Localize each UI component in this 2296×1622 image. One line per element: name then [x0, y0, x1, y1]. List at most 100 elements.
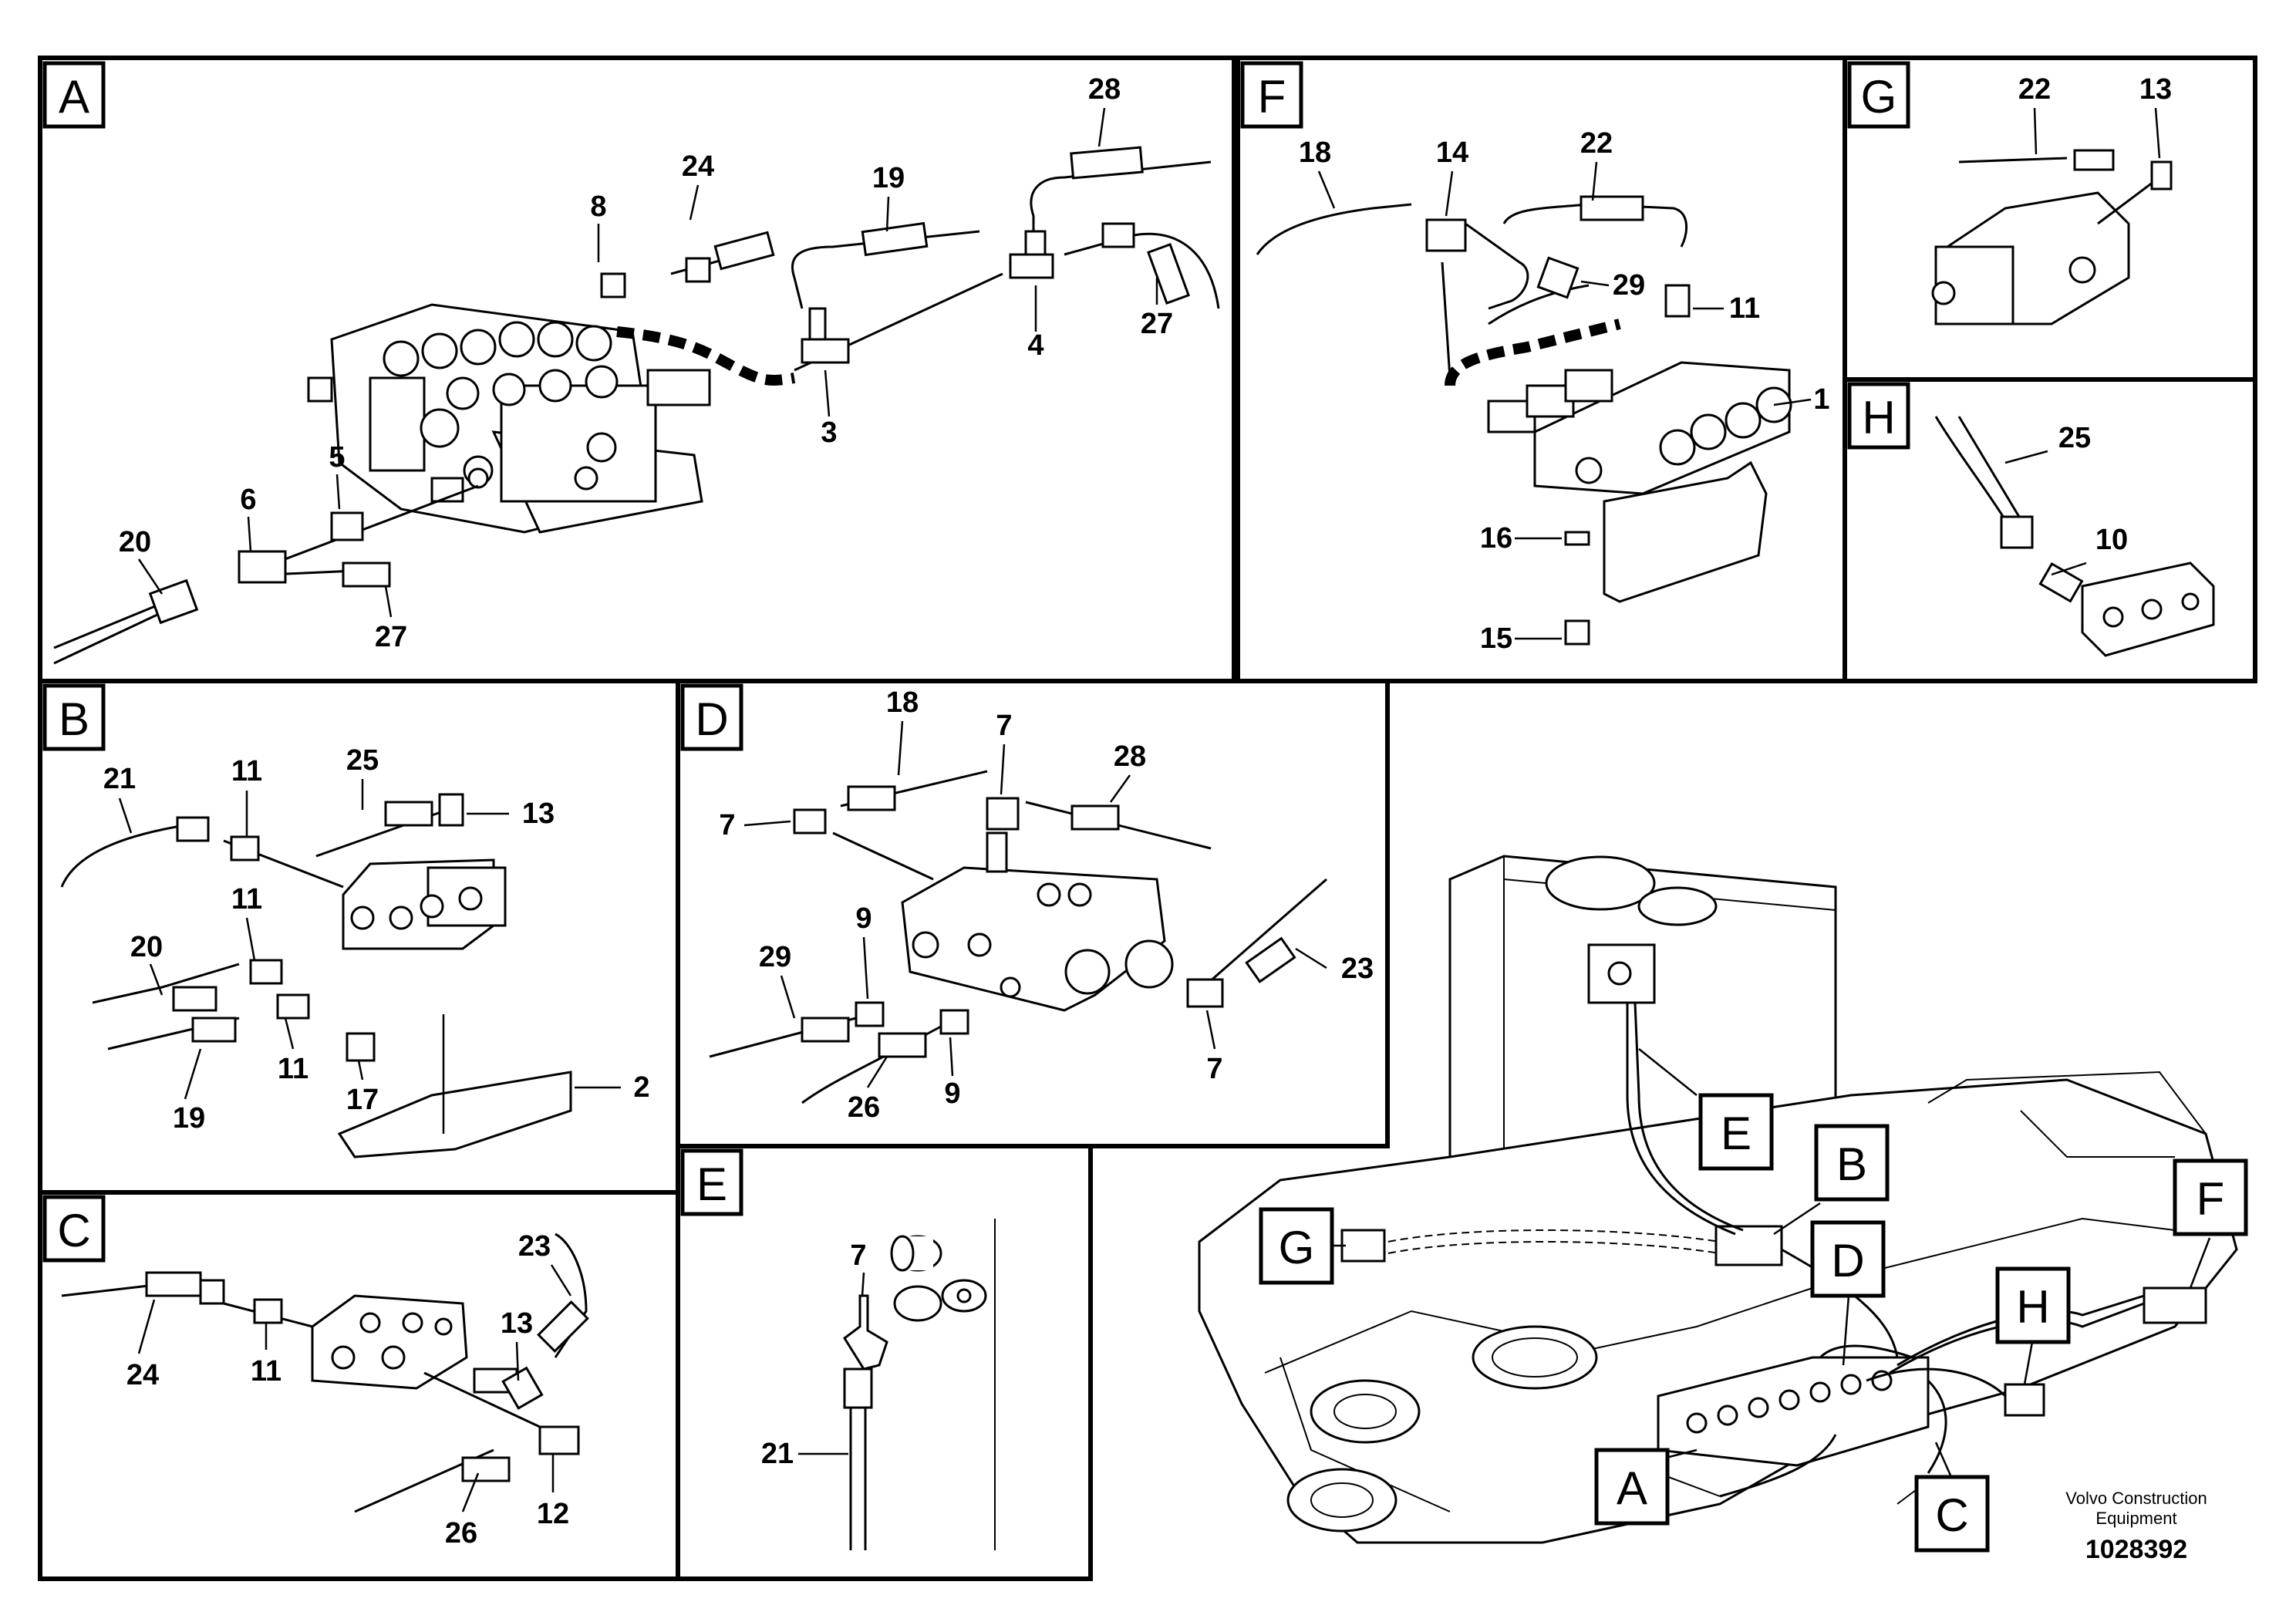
- part-label: 13: [2139, 73, 2172, 106]
- boom-pivot-upper: [1310, 1379, 1421, 1444]
- part-label: 5: [329, 441, 345, 474]
- swing-bearing: [1472, 1325, 1598, 1390]
- panel-f-leaders: [1317, 161, 1812, 640]
- callout-b-text: B: [1836, 1138, 1867, 1190]
- panel-g-part-numbers: 22 13: [2018, 73, 2172, 106]
- part-label: 1: [1813, 383, 1829, 416]
- bracket-b: [337, 1071, 572, 1158]
- part-label: 27: [375, 621, 407, 653]
- part-label: 19: [872, 162, 905, 194]
- panel-e-frame: [676, 1144, 1093, 1581]
- part-label: 25: [346, 744, 379, 777]
- pilot-line-dashed: [616, 326, 796, 386]
- company-name-line1: Volvo Construction: [2065, 1489, 2207, 1508]
- part-label: 9: [855, 902, 872, 935]
- panel-f-tag: F: [1240, 61, 1303, 129]
- pilot-line-dashed-f: [1445, 319, 1621, 386]
- overview-callout-c: C: [1914, 1442, 1990, 1553]
- part-label: 29: [1613, 269, 1645, 302]
- part-label: 24: [126, 1359, 159, 1391]
- part-label: 3: [821, 416, 837, 449]
- callout-a-text: A: [1617, 1462, 1647, 1514]
- part-label: 26: [848, 1091, 880, 1124]
- overview-callout-b: B: [1773, 1124, 1890, 1236]
- part-label: 22: [1580, 127, 1613, 160]
- part-label: 15: [1480, 622, 1512, 655]
- document-number: 1028392: [2085, 1535, 2187, 1564]
- footer: Volvo Construction Equipment 1028392: [2065, 1489, 2207, 1564]
- overview-callout-d: D: [1810, 1220, 1886, 1366]
- part-label: 23: [518, 1230, 551, 1263]
- part-label: 29: [759, 941, 791, 973]
- callout-c-text: C: [1935, 1489, 1968, 1541]
- panel-a-leaders: [137, 107, 1158, 618]
- valve-g-overview: [1340, 1229, 1386, 1263]
- part-label: 20: [130, 931, 163, 963]
- panel-f-part-numbers: 18 14 22 29 11 1 16 15: [1299, 127, 1830, 655]
- panel-g-tag: G: [1847, 61, 1910, 129]
- overview-callout-g: G: [1259, 1207, 1346, 1285]
- part-label: 17: [346, 1084, 379, 1116]
- callout-h-text: H: [2016, 1281, 2049, 1333]
- panel-e-part-numbers: 7 21: [761, 1239, 867, 1470]
- callout-g-text: G: [1279, 1222, 1315, 1273]
- panel-b-part-numbers: 21 11 25 13 11 20 11 19 17 2: [103, 744, 650, 1135]
- part-label: 9: [944, 1077, 960, 1110]
- overview-callout-e: E: [1638, 1048, 1774, 1171]
- control-valve-block: [307, 303, 711, 534]
- panel-c-tag: C: [42, 1195, 106, 1263]
- part-label: 7: [996, 710, 1012, 742]
- panel-e-tag: E: [680, 1148, 743, 1216]
- overview-callout-h: H: [1995, 1266, 2071, 1385]
- part-label: 13: [522, 798, 555, 830]
- spacer-parts-e: [890, 1235, 987, 1322]
- valve-block-b-overview: [1714, 1225, 1783, 1266]
- panel-h-part-numbers: 25 10: [2058, 422, 2128, 556]
- part-label: 10: [2095, 524, 2128, 556]
- part-label: 27: [1141, 308, 1173, 340]
- part-label: 28: [1114, 740, 1146, 773]
- panel-d-part-numbers: 18 7 28 7 29 9 23 26 9 7: [719, 686, 1374, 1124]
- mounting-bracket: [1603, 460, 1768, 603]
- callout-f-text: F: [2197, 1173, 2225, 1225]
- part-label: 21: [761, 1438, 794, 1470]
- panel-d-leaders: [743, 720, 1327, 1088]
- panel-a-part-numbers: 28 24 19 8 27 4 3 5 6 20 27: [119, 73, 1173, 653]
- valve-block-d: [901, 866, 1166, 1012]
- panel-e-tag-text: E: [696, 1158, 727, 1210]
- part-label: 8: [590, 191, 606, 223]
- panel-b-tag-text: B: [59, 693, 89, 745]
- panel-c-illustration: 23 24 11 13 26 12: [61, 1230, 589, 1549]
- part-label: 18: [886, 686, 919, 719]
- part-label: 11: [278, 1053, 308, 1085]
- panel-a-tag: A: [42, 61, 106, 129]
- part-label: 20: [119, 526, 151, 558]
- panel-a-tag-text: A: [59, 71, 89, 123]
- part-label: 11: [231, 883, 262, 916]
- panel-h-tag-text: H: [1862, 392, 1895, 443]
- panel-d-tag-text: D: [695, 693, 728, 745]
- overview-callout-a: A: [1594, 1448, 1698, 1526]
- panel-h-tag: H: [1847, 382, 1910, 450]
- part-label: 28: [1088, 73, 1121, 106]
- valve-block-h-overview: [2004, 1383, 2045, 1417]
- panel-g-illustration: 22 13: [1931, 73, 2173, 325]
- callout-e-text: E: [1721, 1108, 1752, 1159]
- part-label: 2: [633, 1071, 649, 1104]
- part-label: 11: [251, 1355, 282, 1388]
- company-name-line2: Equipment: [2095, 1509, 2176, 1528]
- machine-overview: E B D F G H A: [1198, 855, 2248, 1553]
- valve-block-f-overview: [2143, 1286, 2207, 1324]
- panel-g-tag-text: G: [1861, 71, 1897, 123]
- overview-callout-f: F: [2173, 1158, 2248, 1289]
- boom-pivot-lower: [1286, 1468, 1397, 1533]
- panel-h-frame: [1843, 377, 2257, 683]
- panel-c-part-numbers: 23 24 11 13 26 12: [126, 1230, 569, 1549]
- panel-c-tag-text: C: [57, 1205, 90, 1256]
- panel-f-illustration: 18 14 22 29 11 1 16 15: [1256, 127, 1830, 655]
- panel-e-illustration: 7 21: [761, 1219, 996, 1550]
- part-label: 23: [1341, 953, 1374, 985]
- panel-a-hoses: [53, 146, 1220, 665]
- part-label: 6: [240, 484, 256, 516]
